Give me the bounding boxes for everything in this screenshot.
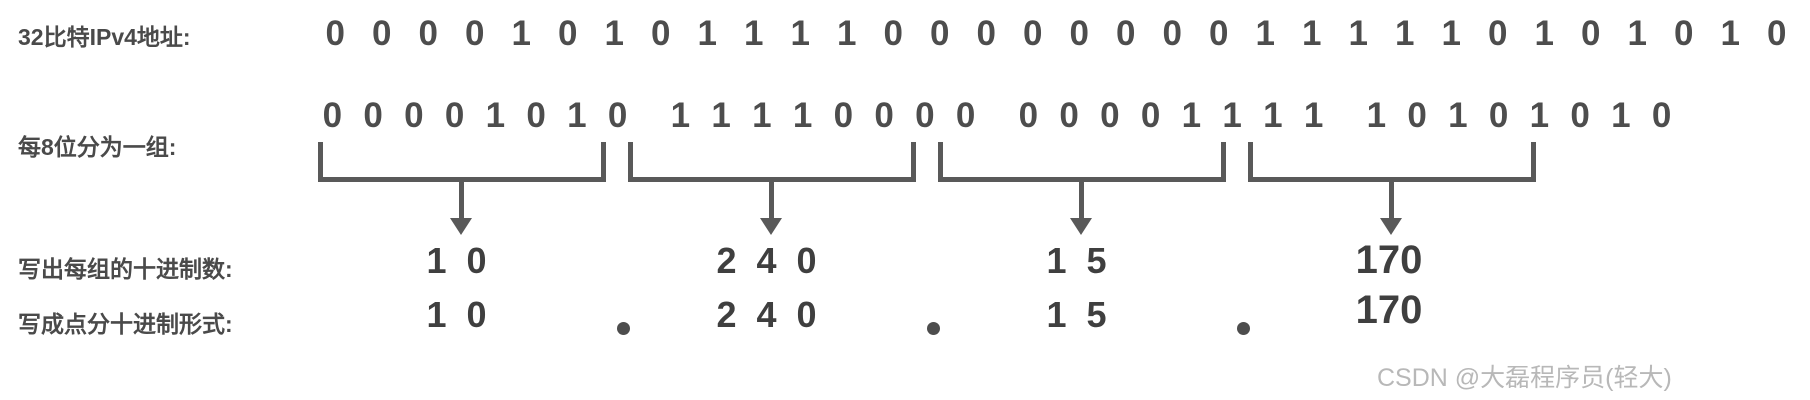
group-arrow-stem-3 [1079,182,1084,222]
bit-cell: 0 [1100,96,1120,135]
dotted-row-label: 写成点分十进制形式: [18,311,233,337]
bit-cell: 0 [325,14,345,53]
bit-cell: 0 [1767,14,1787,53]
bit-cell: 0 [363,96,383,135]
bit-cell: 1 [711,96,731,135]
bit-cell: 1 [752,96,772,135]
bit-cell: 0 [1407,96,1427,135]
bit-cell: 0 [404,96,424,135]
group-arrow-head-3 [1070,218,1092,235]
dotted-separator-3 [1237,322,1250,335]
bit-cell: 0 [651,14,671,53]
dotted-octet-2: 2 4 0 [716,294,822,335]
bit-cell: 1 [1627,14,1647,53]
group-arrow-head-1 [450,218,472,235]
bit-cell: 0 [1570,96,1590,135]
bit-cell: 0 [930,14,950,53]
bit-cell: 0 [1023,14,1043,53]
bit-cell: 0 [1069,14,1089,53]
bit-cell: 1 [697,14,717,53]
bit-cell: 0 [372,14,392,53]
bit-cell: 1 [1720,14,1740,53]
bit-cell: 1 [1181,96,1202,135]
bit-cell: 0 [1488,14,1508,53]
bit-cell: 1 [837,14,857,53]
group-bracket-4 [1248,142,1536,182]
bit-cell: 0 [1581,14,1601,53]
bit-cell: 0 [444,96,465,135]
bit-cell: 0 [874,96,894,135]
bit-cell: 0 [833,96,854,135]
bit-cell: 0 [465,14,485,53]
bit-cell: 1 [1395,14,1415,53]
bit-cell: 0 [1116,14,1136,53]
bit-cell: 0 [526,96,546,135]
group-arrow-head-4 [1380,218,1402,235]
bit-cell: 1 [1255,14,1275,53]
bit-cell: 1 [485,96,506,135]
bit-cell: 1 [1222,96,1242,135]
bit-cell: 1 [1303,96,1324,135]
bit-cell: 1 [1534,14,1554,53]
bit-cell: 0 [915,96,935,135]
bit-cell: 1 [792,96,813,135]
address-row-label: 32比特IPv4地址: [18,24,191,50]
bit-cell: 1 [790,14,810,53]
bit-cell: 0 [955,96,976,135]
bit-cell: 0 [1209,14,1229,53]
bit-cell: 1 [1348,14,1368,53]
decimal-value-2: 2 4 0 [716,240,822,281]
bit-cell: 0 [607,96,628,135]
group-arrow-stem-1 [459,182,464,222]
group-arrow-head-2 [760,218,782,235]
dotted-octet-1: 1 0 [426,294,492,335]
decimal-value-4: 170 [1355,238,1423,282]
dotted-separator-1 [617,322,630,335]
dotted-octet-4: 170 [1355,288,1423,332]
decimal-row-label: 写出每组的十进制数: [18,256,233,282]
watermark-text: CSDN @大磊程序员(轻大) [1377,364,1672,392]
bit-cell: 0 [558,14,578,53]
bit-cell: 1 [1263,96,1283,135]
bit-cell: 0 [883,14,903,53]
bit-cell: 1 [604,14,624,53]
bit-cell: 0 [418,14,438,53]
dotted-separator-2 [927,322,940,335]
bit-cell: 0 [1018,96,1039,135]
bit-cell: 1 [670,96,691,135]
bit-cell: 0 [1162,14,1182,53]
bit-cell: 0 [1059,96,1079,135]
decimal-value-1: 1 0 [426,240,492,281]
bit-cell: 1 [1366,96,1387,135]
group-bracket-3 [938,142,1226,182]
group-bracket-2 [628,142,916,182]
bit-cell: 0 [1488,96,1509,135]
bit-cell: 0 [1651,96,1672,135]
bit-cell: 1 [1441,14,1461,53]
group-arrow-stem-2 [769,182,774,222]
bit-cell: 1 [511,14,531,53]
bit-cell: 1 [1611,96,1631,135]
bit-cell: 1 [1448,96,1468,135]
dotted-octet-3: 1 5 [1046,294,1112,335]
bit-cell: 0 [976,14,996,53]
group-row-label: 每8位分为一组: [18,134,177,160]
bit-cell: 0 [322,96,343,135]
bit-cell: 1 [1302,14,1322,53]
bit-cell: 0 [1674,14,1694,53]
bit-cell: 1 [744,14,764,53]
bit-cell: 1 [567,96,587,135]
group-bracket-1 [318,142,606,182]
bit-cell: 0 [1140,96,1161,135]
bit-cell: 1 [1529,96,1550,135]
decimal-value-3: 1 5 [1046,240,1112,281]
group-arrow-stem-4 [1389,182,1394,222]
